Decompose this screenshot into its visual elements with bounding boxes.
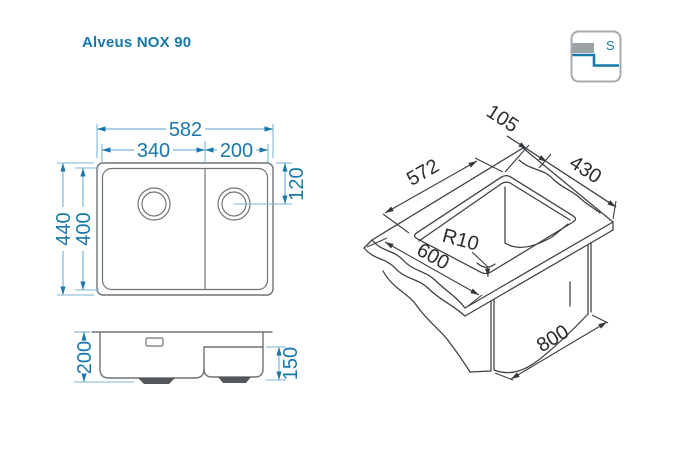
front-view: 200 150 — [74, 331, 302, 384]
main-drain-outer — [137, 187, 171, 221]
dim-overall-depth: 440 — [53, 212, 75, 245]
dim-drain-offset: 120 — [286, 167, 308, 200]
dim-small-bowl-width: 200 — [220, 140, 253, 162]
front-view-extension-lines — [74, 331, 286, 383]
dim-cutout-length: 572 — [403, 155, 443, 191]
iso-view: 572 105 430 600 800 R10 — [363, 101, 617, 381]
main-drain-fitting — [138, 378, 175, 384]
dim-main-bowl-depth: 200 — [74, 341, 96, 374]
top-view: 582 340 200 440 400 120 — [53, 119, 308, 296]
main-bowl-profile — [99, 331, 205, 379]
dim-overall-width: 582 — [169, 119, 202, 141]
dim-bowl-depth: 400 — [73, 212, 95, 245]
top-view-extension-lines — [57, 124, 292, 296]
overflow-hole — [145, 337, 164, 347]
small-drain-fitting — [218, 377, 251, 383]
break-wave — [518, 159, 601, 214]
mounting-type-icon: S — [570, 30, 622, 83]
dim-cutout-width: 430 — [565, 152, 605, 189]
dim-cabinet-width: 800 — [533, 321, 573, 357]
worktop-cutout — [413, 175, 577, 275]
dim-main-bowl-width: 340 — [137, 140, 170, 162]
cabinet — [382, 242, 592, 374]
sink-inner-rim — [101, 167, 269, 291]
small-bowl-profile — [203, 331, 264, 378]
iso-dimension-lines — [384, 135, 617, 380]
cabinet-right-corner — [587, 242, 592, 315]
bowl-through-cutout — [418, 181, 571, 268]
dim-small-bowl-depth: 150 — [280, 347, 302, 380]
undermount-step-line — [572, 53, 619, 67]
icon-letter: S — [606, 38, 615, 53]
main-drain-inner — [141, 191, 167, 217]
top-view-dimension-lines — [60, 126, 288, 295]
dim-rim-offset: 105 — [482, 101, 522, 138]
product-title: Alveus NOX 90 — [82, 34, 192, 51]
cabinet-left-torn-edge — [382, 270, 492, 373]
sink-outer-edge — [96, 162, 274, 296]
cabinet-left-corner — [490, 299, 495, 372]
worktop-block — [572, 43, 594, 53]
front-view-dimension-lines — [81, 332, 282, 382]
